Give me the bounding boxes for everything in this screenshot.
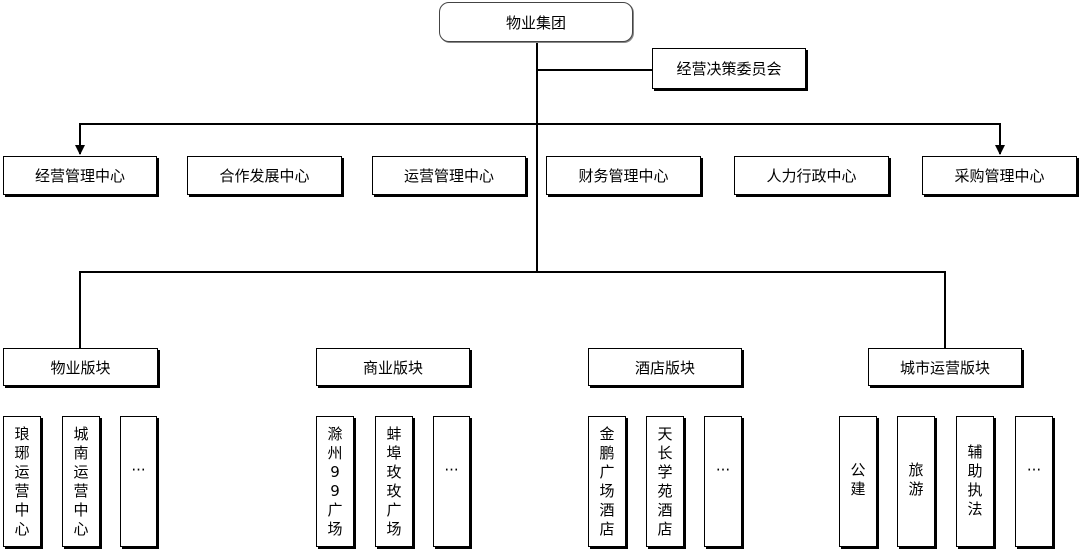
ellipsis-label: ···	[131, 461, 146, 479]
center-node: 经营管理中心	[3, 156, 157, 195]
ellipsis-label: ···	[1026, 461, 1042, 479]
committee-label: 经营决策委员会	[676, 60, 782, 78]
unit-label: 城南运营中心	[73, 425, 89, 538]
sector-label: 酒店版块	[634, 358, 695, 377]
center-node: 财务管理中心	[546, 156, 701, 195]
center-label: 合作发展中心	[219, 167, 310, 185]
center-label: 采购管理中心	[954, 167, 1045, 185]
sector-node: 酒店版块	[588, 348, 742, 386]
unit-label: 公建	[850, 461, 866, 498]
sector-node: 城市运营版块	[868, 348, 1022, 386]
root-node: 物业集团	[439, 2, 633, 42]
unit-node: ···	[704, 416, 742, 547]
unit-label: 天长学苑酒店	[657, 425, 673, 538]
unit-node: ···	[1015, 416, 1053, 547]
ellipsis-label: ···	[444, 461, 459, 479]
unit-node: 公建	[839, 416, 877, 547]
unit-node: 旅游	[897, 416, 935, 547]
unit-node: ···	[120, 416, 157, 547]
unit-node: 滁州99广场	[316, 416, 354, 547]
unit-node: 金鹏广场酒店	[588, 416, 626, 547]
unit-node: ···	[433, 416, 470, 547]
unit-node: 辅助执法	[956, 416, 994, 547]
sector-label: 物业版块	[50, 358, 111, 377]
center-label: 运营管理中心	[403, 167, 494, 185]
unit-node: 琅琊运营中心	[3, 416, 41, 547]
center-label: 经营管理中心	[34, 167, 125, 185]
sector-label: 商业版块	[362, 358, 423, 377]
unit-node: 蚌埠玫玫广场	[375, 416, 413, 547]
unit-label: 琅琊运营中心	[14, 425, 30, 538]
unit-label: 滁州99广场	[327, 425, 343, 538]
unit-label: 金鹏广场酒店	[599, 425, 615, 538]
center-label: 人力行政中心	[766, 167, 857, 185]
center-node: 采购管理中心	[922, 156, 1077, 195]
ellipsis-label: ···	[715, 461, 731, 479]
sector-node: 商业版块	[316, 348, 470, 386]
center-node: 合作发展中心	[187, 156, 342, 195]
root-label: 物业集团	[505, 13, 566, 32]
unit-label: 蚌埠玫玫广场	[386, 425, 402, 538]
unit-node: 城南运营中心	[62, 416, 100, 547]
center-node: 人力行政中心	[734, 156, 889, 195]
unit-label: 旅游	[908, 461, 924, 498]
unit-label: 辅助执法	[967, 443, 983, 518]
unit-node: 天长学苑酒店	[646, 416, 684, 547]
center-node: 运营管理中心	[372, 156, 526, 195]
center-label: 财务管理中心	[578, 167, 669, 185]
committee-node: 经营决策委员会	[652, 48, 806, 89]
sector-node: 物业版块	[3, 348, 158, 386]
sector-label: 城市运营版块	[899, 358, 990, 377]
